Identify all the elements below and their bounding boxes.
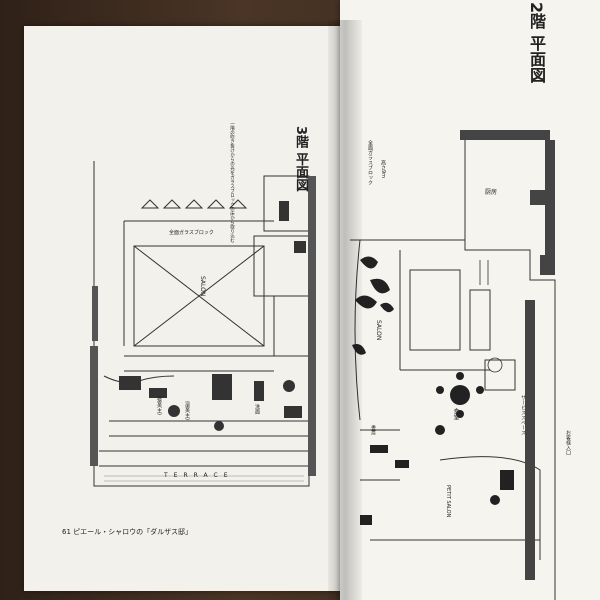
bathroom-label: 浴室(主) [184,401,190,420]
entrance-label: お客様入口 [565,430,571,455]
salon-label-3f: SALON [199,276,206,297]
second-floor-plan-drawing [350,130,556,600]
terrace-label: TERRACE [164,472,234,479]
right-book-page: 2階 平面図 厨房 SALON PETIT SALON 食堂 サービススペース … [340,0,600,600]
salon-label-2f: SALON [375,320,382,341]
bedroom-label: 寝室(主) [156,396,162,415]
light-note-3f: 一階の吹き抜けからの光をガラスブロックの床から取り込む [229,121,235,243]
glass-block-note-2f: 全面ガラスブロック [367,140,373,185]
service-space-label: サービススペース [520,395,526,435]
dining-label: 食堂 [452,408,459,420]
left-page-caption: 61 ピエール・シャロウの「ダルザス邸」 [62,528,193,536]
left-book-page: 3階 平面図 61 ピエール・シャロウの「ダルザス邸」 SALON TERRAC… [24,26,352,591]
kitchen-label: 厨房 [485,189,498,196]
left-page-title: 3階 平面図 [293,126,308,192]
third-floor-plan-drawing [90,161,316,487]
right-page-title: 2階 平面図 [527,2,546,83]
petit-salon-label: PETIT SALON [445,485,451,518]
library-label: 書斎 [370,425,376,435]
lavatory-label: 洗面 [254,404,260,414]
height-note-2f: 高さ9m [380,160,386,179]
glass-block-note-3f: 全面ガラスブロック [169,230,214,236]
book-gutter-shadow [328,20,362,600]
